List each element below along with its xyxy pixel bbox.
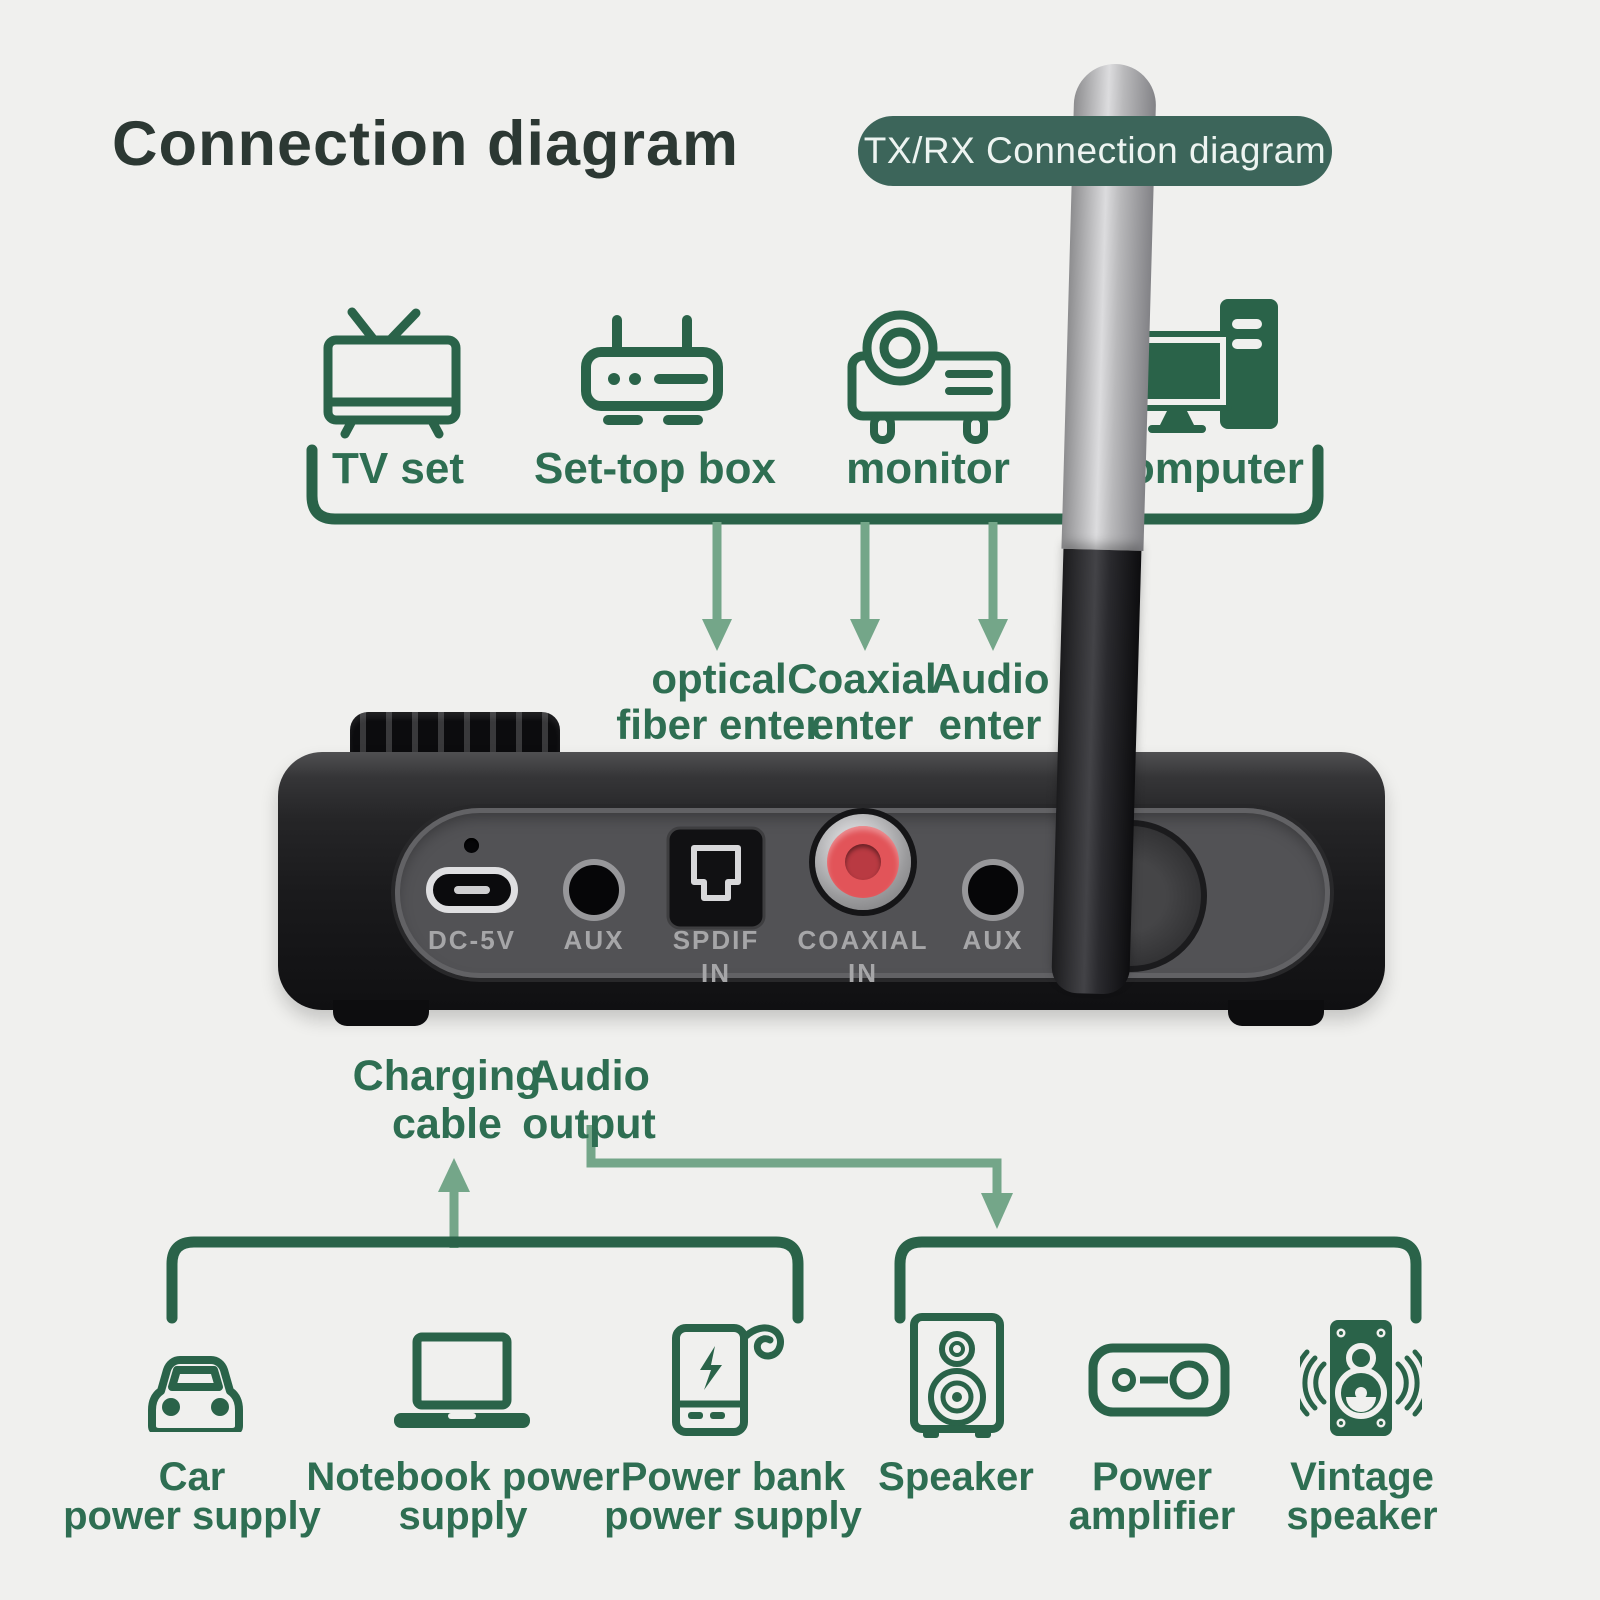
label-vintage-speaker: Vintage speaker — [1286, 1455, 1438, 1538]
audio-input-arrow — [978, 522, 1008, 651]
device-foot-left — [333, 1000, 429, 1026]
power-sources-bracket — [166, 1236, 804, 1324]
aux-in-port-left — [563, 859, 625, 921]
amplifier-icon — [1088, 1343, 1230, 1417]
input-label-coaxial: Coaxial enter — [787, 655, 937, 748]
source-label-monitor: monitor — [846, 444, 1010, 493]
power-bank-icon — [672, 1324, 784, 1436]
source-label-tv: TV set — [331, 444, 465, 493]
source-label-settop: Set-top box — [534, 444, 776, 493]
tv-icon — [323, 307, 461, 439]
coaxial-red-ring — [827, 826, 899, 898]
spdif-optical-port — [666, 826, 766, 930]
projector-icon — [847, 310, 1011, 444]
optical-input-arrow — [702, 522, 732, 651]
coaxial-in-port — [815, 814, 911, 910]
antenna-lower-segment — [1051, 548, 1142, 995]
port-label-aux-left: AUX — [563, 925, 625, 955]
coaxial-center — [845, 844, 881, 880]
device-foot-right — [1228, 1000, 1324, 1026]
usb-c-port — [426, 867, 518, 913]
audio-outputs-bracket — [894, 1236, 1422, 1324]
reset-pinhole — [464, 838, 479, 853]
audio-output-callout: Audio output — [522, 1052, 656, 1148]
vintage-speaker-icon — [1300, 1320, 1422, 1436]
aux-in-port-right — [962, 859, 1024, 921]
audio-output-arrow — [586, 1125, 1013, 1229]
port-label-aux-right: AUX — [962, 925, 1024, 955]
input-label-audio: Audio enter — [930, 655, 1050, 748]
port-label-dc5v: DC-5V — [427, 925, 517, 955]
label-power-bank: Power bank power supply — [604, 1455, 862, 1538]
label-notebook-power: Notebook power supply — [306, 1455, 620, 1538]
coaxial-input-arrow — [850, 522, 880, 651]
label-speaker: Speaker — [878, 1455, 1034, 1499]
sources-bracket — [306, 444, 1324, 525]
label-power-amplifier: Power amplifier — [1068, 1455, 1236, 1538]
computer-icon — [1122, 299, 1278, 433]
laptop-icon — [394, 1332, 530, 1428]
set-top-box-icon — [581, 315, 723, 425]
charging-cable-callout: Charging cable — [352, 1052, 542, 1148]
tx-rx-badge: TX/RX Connection diagram — [858, 116, 1332, 186]
page-title: Connection diagram — [112, 109, 740, 179]
input-label-optical: optical fiber enter — [616, 655, 822, 748]
label-car-power: Car power supply — [63, 1455, 321, 1538]
speaker-icon — [910, 1313, 1004, 1438]
car-icon — [148, 1356, 243, 1432]
